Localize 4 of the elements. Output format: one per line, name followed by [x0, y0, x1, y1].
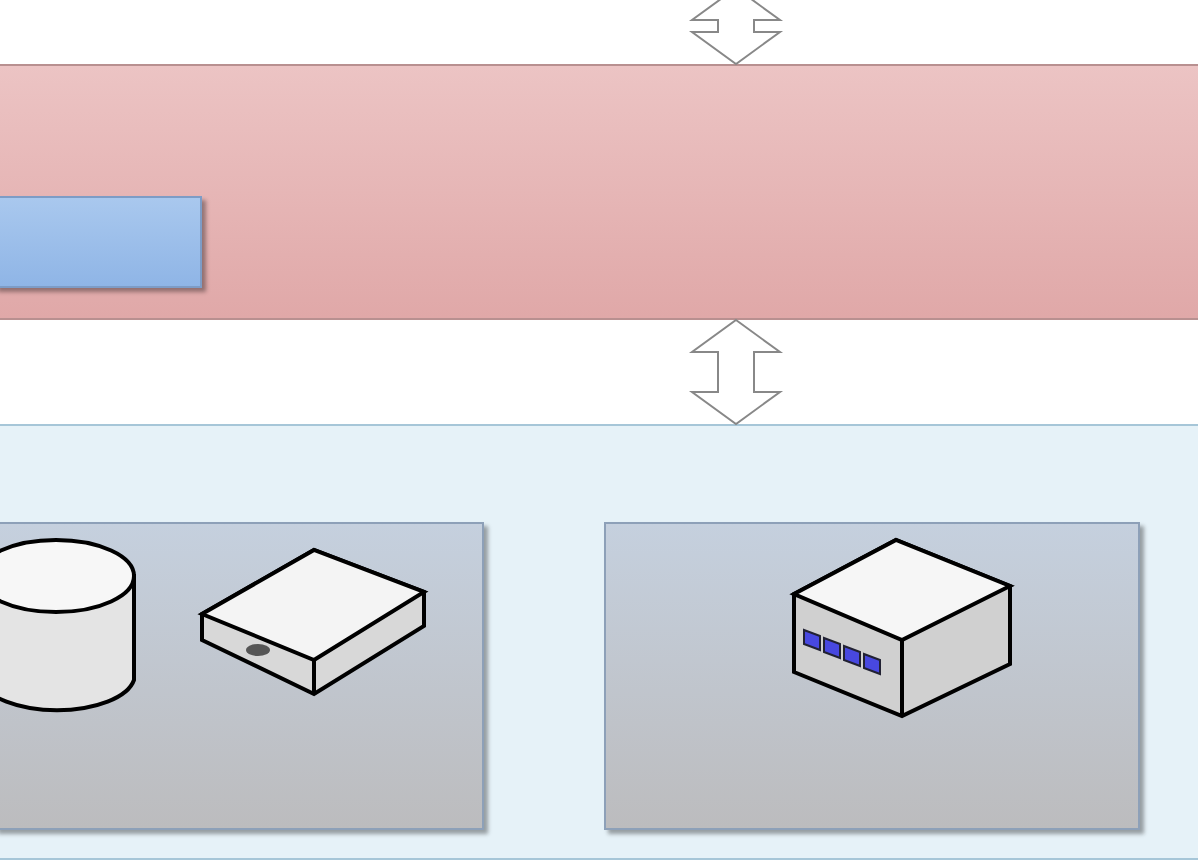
double-arrow [688, 318, 784, 426]
double-arrow [688, 0, 784, 66]
layer-band [0, 64, 1198, 320]
module-box [0, 196, 202, 288]
